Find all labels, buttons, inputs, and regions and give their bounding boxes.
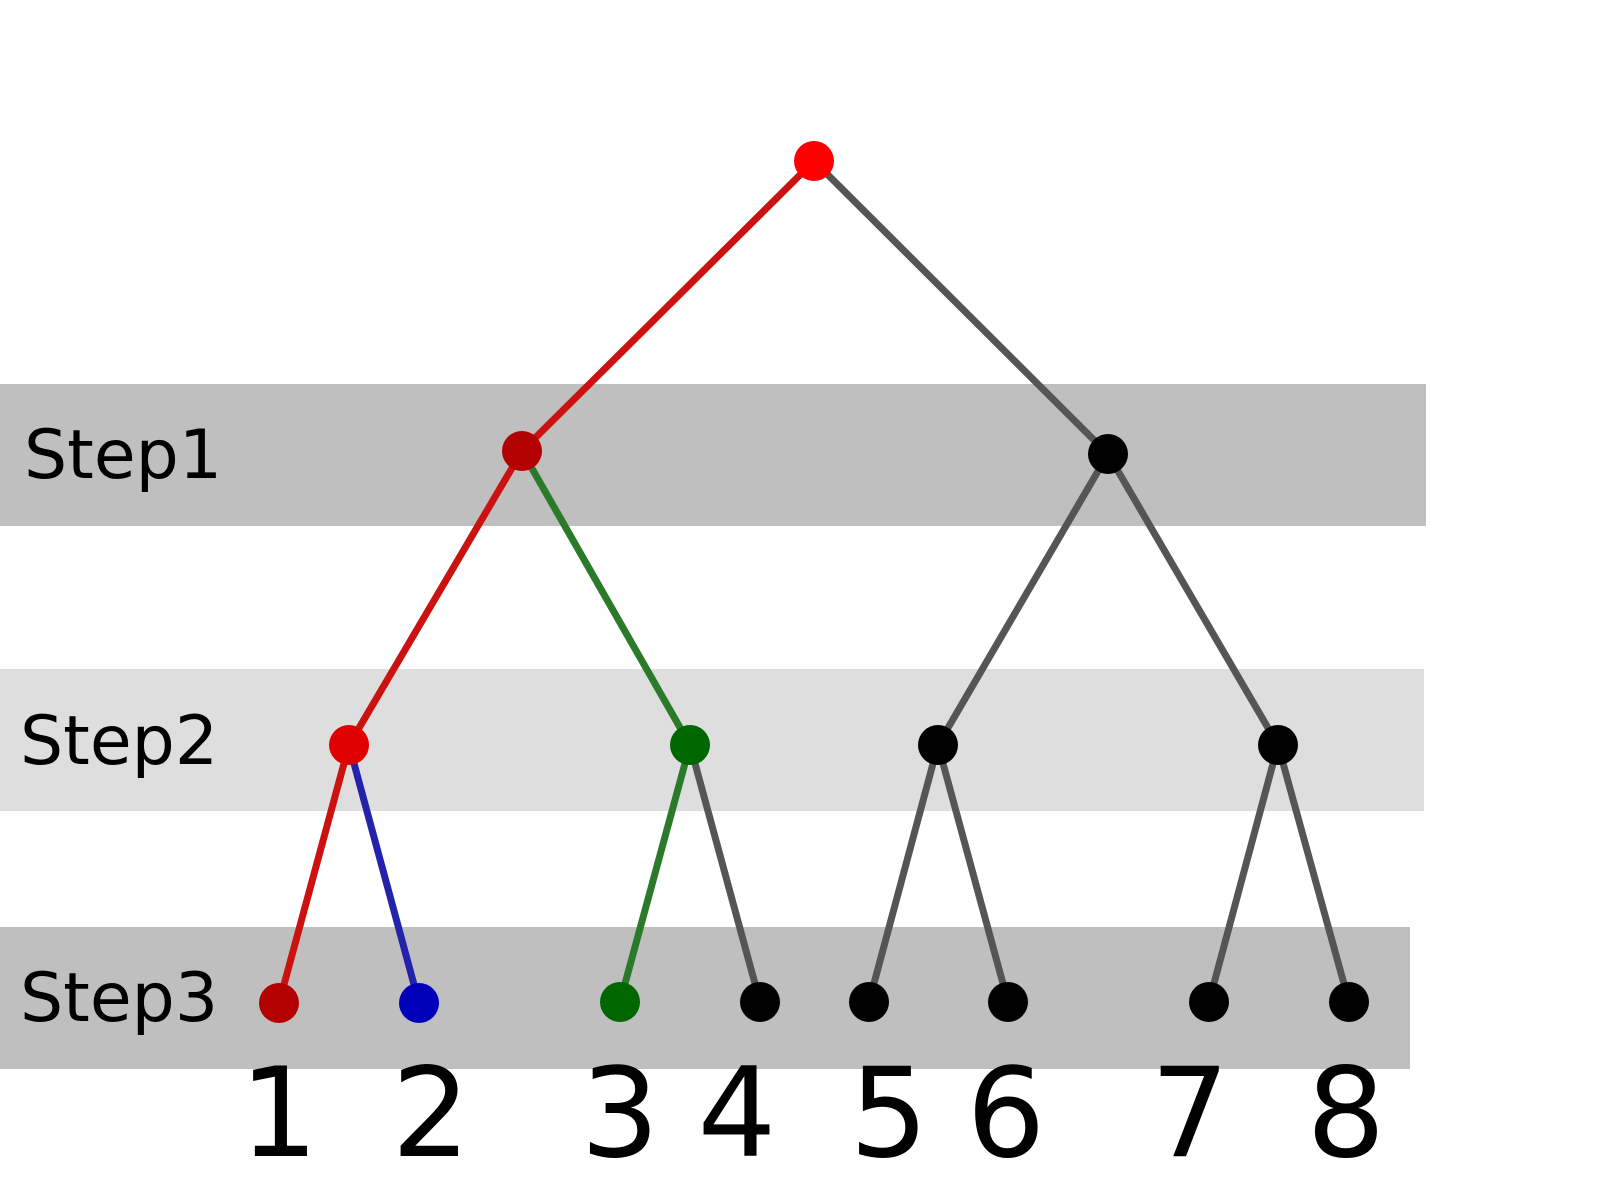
leaf-label-2: 2 — [392, 1042, 471, 1186]
leaf-node-6 — [988, 982, 1028, 1022]
edge-step2-to-step3-7 — [1205, 741, 1282, 1006]
step3-label: Step3 — [20, 959, 218, 1038]
edge-step1-to-step2-1 — [345, 447, 526, 749]
root-node — [794, 141, 834, 181]
tree-edges — [275, 157, 1353, 1007]
edge-step2-to-step3-6 — [934, 741, 1012, 1006]
leaf-label-5: 5 — [850, 1042, 929, 1186]
leaf-node-7 — [1189, 982, 1229, 1022]
edge-step2-to-step3-5 — [865, 741, 942, 1006]
step2-band — [0, 669, 1424, 811]
step-labels: Step1 Step2 Step3 — [20, 416, 222, 1038]
leaf-node-8 — [1329, 982, 1369, 1022]
edge-step2-to-step3-4 — [686, 741, 764, 1006]
edge-step2-to-step3-8 — [1274, 741, 1353, 1006]
edge-step1-to-step2-2 — [518, 447, 694, 749]
leaf-label-7: 7 — [1151, 1042, 1230, 1186]
leaf-label-8: 8 — [1307, 1042, 1386, 1186]
leaf-node-4 — [740, 982, 780, 1022]
step1-node-1 — [502, 431, 542, 471]
step2-node-3 — [918, 725, 958, 765]
edge-step2-to-step3-2 — [345, 741, 423, 1007]
step-bands — [0, 384, 1426, 1069]
leaf-label-3: 3 — [581, 1042, 660, 1186]
step2-label: Step2 — [20, 702, 218, 781]
tree-nodes — [259, 141, 1369, 1023]
step2-node-2 — [670, 725, 710, 765]
step3-band — [0, 927, 1410, 1069]
edge-step1-to-step2-4 — [1104, 450, 1282, 749]
edge-step2-to-step3-1 — [275, 741, 353, 1007]
edge-step1-to-step2-3 — [934, 450, 1112, 749]
leaf-node-1 — [259, 983, 299, 1023]
leaf-node-2 — [399, 983, 439, 1023]
leaf-node-5 — [849, 982, 889, 1022]
edge-root-to-step1-2 — [810, 157, 1112, 458]
leaf-label-1: 1 — [240, 1042, 319, 1186]
leaf-label-6: 6 — [967, 1042, 1046, 1186]
leaf-node-3 — [600, 982, 640, 1022]
step1-node-2 — [1088, 434, 1128, 474]
leaf-label-4: 4 — [698, 1042, 777, 1186]
step2-node-1 — [329, 725, 369, 765]
leaf-labels: 1 2 3 4 5 6 7 8 — [240, 1042, 1386, 1186]
edge-step2-to-step3-3 — [616, 741, 694, 1006]
step1-band — [0, 384, 1426, 526]
step1-label: Step1 — [24, 416, 222, 495]
step2-node-4 — [1258, 725, 1298, 765]
edge-root-to-step1-1 — [518, 157, 818, 455]
